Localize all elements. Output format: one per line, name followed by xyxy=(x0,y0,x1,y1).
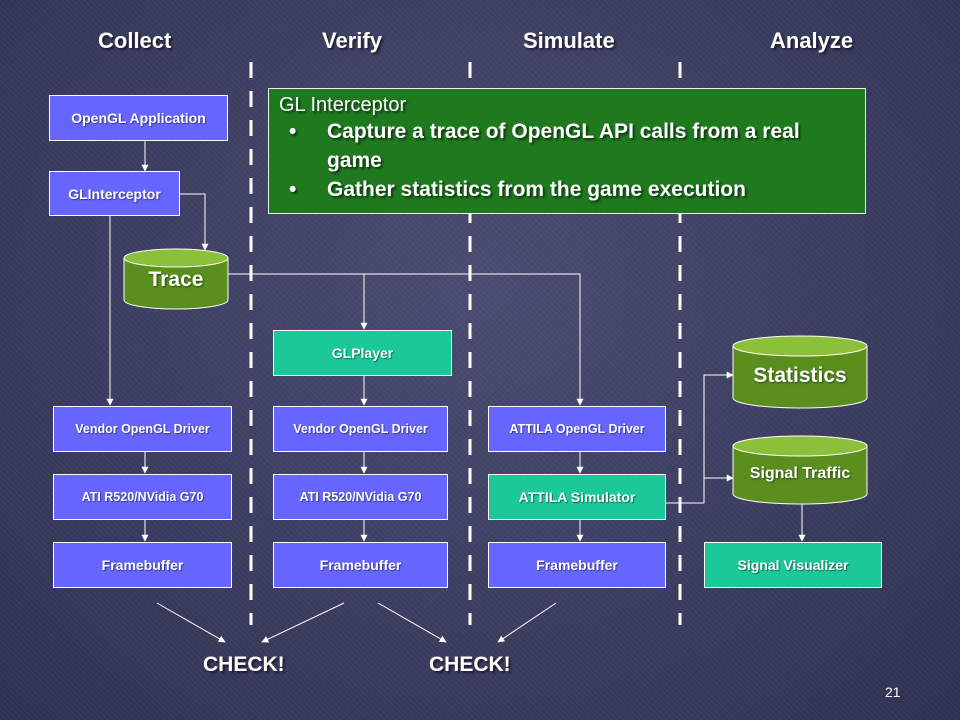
heading-simulate: Simulate xyxy=(523,28,615,53)
simulate-framebuffer-box: Framebuffer xyxy=(488,542,666,588)
check-label-left: CHECK! xyxy=(203,653,285,676)
trace-label: Trace xyxy=(148,268,204,291)
signal-visualizer-box: Signal Visualizer xyxy=(704,542,882,588)
glplayer-box: GLPlayer xyxy=(273,330,452,376)
gl-interceptor-callout: GL Interceptor • Capture a trace of OpenG… xyxy=(268,88,866,214)
heading-analyze: Analyze xyxy=(770,28,854,53)
attila-simulator-box: ATTILA Simulator xyxy=(488,474,666,520)
verify-vendor-driver-box: Vendor OpenGL Driver xyxy=(273,406,448,452)
collect-gpu-box: ATI R520/NVidia G70 xyxy=(53,474,232,520)
verify-framebuffer-box: Framebuffer xyxy=(273,542,448,588)
arrow-fb2-to-check2 xyxy=(377,602,447,643)
heading-verify: Verify xyxy=(322,28,382,53)
callout-bullet-list: • Capture a trace of OpenGL API calls fro… xyxy=(279,117,855,204)
opengl-application-box: OpenGL Application xyxy=(49,95,228,141)
statistics-cylinder xyxy=(732,335,868,409)
arrows xyxy=(106,140,806,643)
callout-bullet-text: Gather statistics from the game executio… xyxy=(327,178,746,201)
collect-vendor-driver-box: Vendor OpenGL Driver xyxy=(53,406,232,452)
arrow-fb3-to-check2 xyxy=(497,602,557,643)
callout-bullet: • Capture a trace of OpenGL API calls fro… xyxy=(279,117,855,175)
attila-driver-box: ATTILA OpenGL Driver xyxy=(488,406,666,452)
arrow-sim-to-statistics xyxy=(666,371,734,504)
trace-cylinder xyxy=(123,248,229,310)
signal-traffic-label: Signal Traffic xyxy=(749,465,851,482)
callout-title: GL Interceptor xyxy=(279,94,407,116)
collect-framebuffer-box: Framebuffer xyxy=(53,542,232,588)
bullet-icon: • xyxy=(289,120,297,143)
verify-gpu-box: ATI R520/NVidia G70 xyxy=(273,474,448,520)
arrow-fb1-to-check1 xyxy=(156,602,226,643)
bullet-icon: • xyxy=(289,178,297,201)
check-label-right: CHECK! xyxy=(429,653,511,676)
arrow-fb2-to-check1 xyxy=(261,602,345,643)
arrow-trace-to-attila-driver xyxy=(364,273,584,406)
arrow-interceptor-to-trace xyxy=(180,193,209,251)
glinterceptor-box: GLInterceptor xyxy=(49,171,180,216)
signal-traffic-cylinder xyxy=(732,435,868,505)
arrow-trace-to-glplayer xyxy=(228,273,368,330)
heading-collect: Collect xyxy=(98,28,172,53)
page-number: 21 xyxy=(885,684,901,700)
callout-bullet-text: Capture a trace of OpenGL API calls from… xyxy=(327,120,800,172)
statistics-label: Statistics xyxy=(753,364,847,387)
callout-bullet: • Gather statistics from the game executi… xyxy=(279,175,855,204)
